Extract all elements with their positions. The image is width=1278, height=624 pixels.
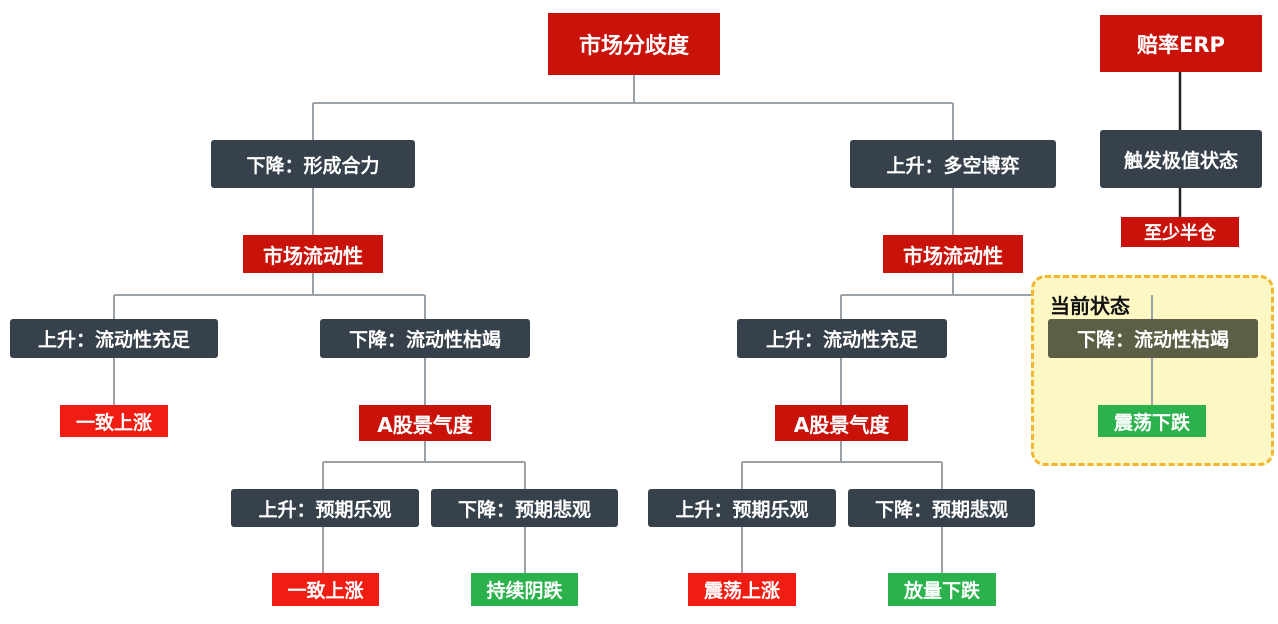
left-liquidity-node: 市场流动性 xyxy=(243,235,383,273)
erp-action-node: 至少半仓 xyxy=(1121,217,1239,247)
erp-node: 赔率ERP xyxy=(1100,15,1262,72)
root-node: 市场分歧度 xyxy=(548,13,720,75)
left-sentiment-down-result: 持续阴跌 xyxy=(471,573,578,606)
right-liquidity-node: 市场流动性 xyxy=(883,235,1023,273)
right-sentiment-down-node: 下降：预期悲观 xyxy=(848,489,1035,527)
left-sentiment-down-node: 下降：预期悲观 xyxy=(431,489,618,527)
right-liquidity-up-node: 上升：流动性充足 xyxy=(737,319,947,358)
right-sentiment-up-node: 上升：预期乐观 xyxy=(648,489,836,527)
current-liquidity-down-node: 下降：流动性枯竭 xyxy=(1048,319,1258,358)
right-branch-node: 上升：多空博弈 xyxy=(850,140,1056,188)
left-sentiment-up-node: 上升：预期乐观 xyxy=(231,489,419,527)
left-branch-node: 下降：形成合力 xyxy=(211,140,415,188)
left-liquidity-up-result: 一致上涨 xyxy=(60,405,168,437)
right-sentiment-down-result: 放量下跌 xyxy=(888,573,996,606)
current-result-node: 震荡下跌 xyxy=(1098,405,1206,437)
left-liquidity-down-node: 下降：流动性枯竭 xyxy=(320,319,530,358)
left-sentiment-up-result: 一致上涨 xyxy=(272,573,379,606)
right-sentiment-up-result: 震荡上涨 xyxy=(688,573,796,606)
left-liquidity-up-node: 上升：流动性充足 xyxy=(10,319,218,358)
left-sentiment-node: A股景气度 xyxy=(359,405,491,441)
right-sentiment-node: A股景气度 xyxy=(775,405,908,441)
current-state-title: 当前状态 xyxy=(1050,294,1130,318)
erp-trigger-node: 触发极值状态 xyxy=(1100,130,1262,188)
